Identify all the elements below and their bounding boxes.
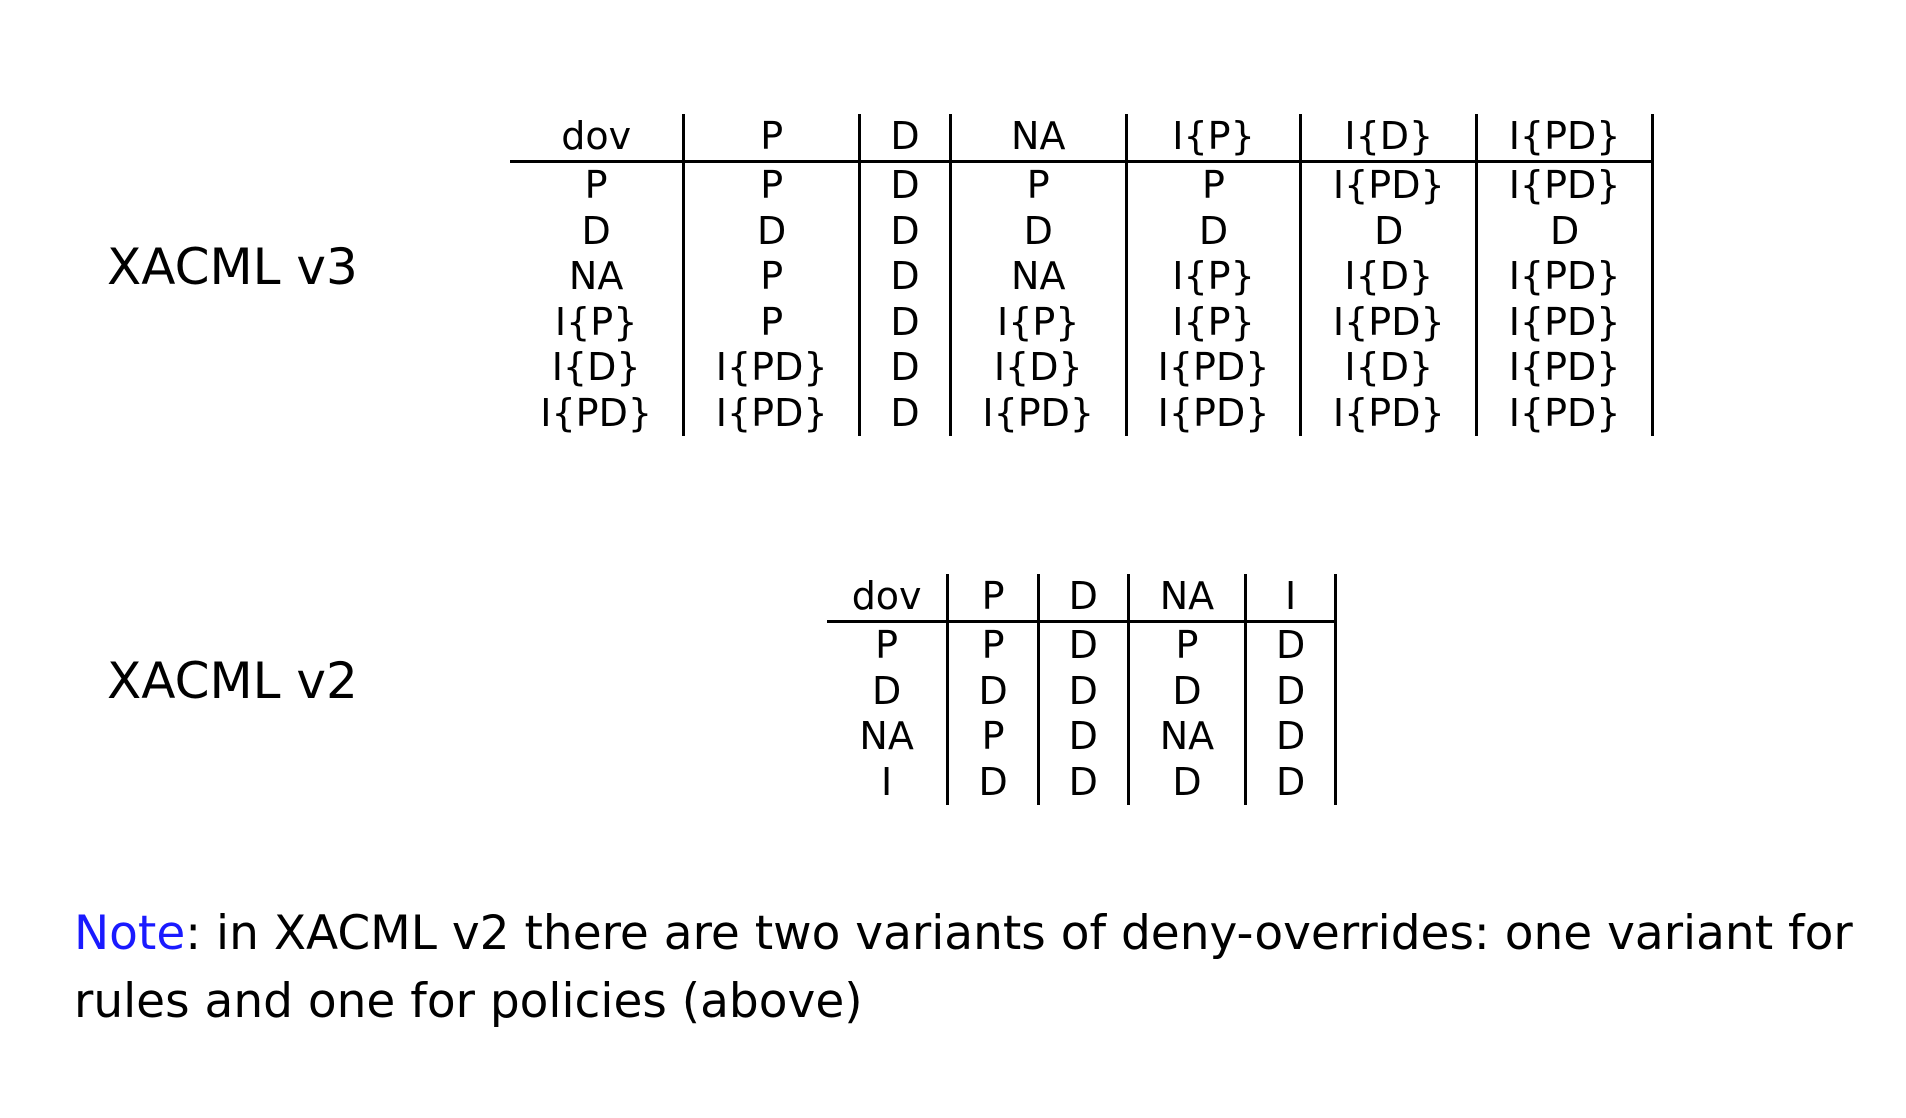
note-keyword: Note xyxy=(74,906,186,961)
table-cell: P xyxy=(1126,621,1246,669)
column-header: P xyxy=(682,114,860,162)
column-header: dov xyxy=(851,574,922,619)
table-cell: D xyxy=(1126,759,1246,805)
table-cell: P xyxy=(682,161,860,209)
table-cell: D xyxy=(1036,621,1129,669)
table-cell: P xyxy=(1124,161,1301,209)
note-paragraph: Note: in XACML v2 there are two variants… xyxy=(74,900,1874,1036)
table-cell: D xyxy=(946,759,1039,805)
table-cell: P xyxy=(948,161,1127,209)
table-cell: D xyxy=(682,208,860,254)
column-header: D xyxy=(858,114,951,162)
row-header-cell: D xyxy=(871,668,902,713)
table-cell: I{PD} xyxy=(682,390,860,436)
row-header-cell: I{P} xyxy=(554,299,638,344)
table-cell: D xyxy=(858,254,951,300)
table-cell: NA xyxy=(948,254,1127,300)
table-cell: D xyxy=(1244,759,1337,805)
table-cell: D xyxy=(1036,759,1129,805)
table-cell: D xyxy=(1036,668,1129,714)
table-cell: D xyxy=(1126,668,1246,714)
row-header-cell: D xyxy=(581,208,611,253)
table-cell: D xyxy=(1299,208,1477,254)
table-cell: I{PD} xyxy=(682,345,860,391)
table-cell: I{D} xyxy=(1299,345,1477,391)
row-header-cell: P xyxy=(584,163,608,207)
row-header-cell: NA xyxy=(568,254,624,298)
table-cell: I{D} xyxy=(1299,254,1477,300)
table-cell: I{P} xyxy=(1124,254,1301,300)
table-cell: I{PD} xyxy=(1475,390,1654,436)
table-cell: I{PD} xyxy=(1124,390,1301,436)
table-cell: D xyxy=(858,161,951,209)
column-header: dov xyxy=(561,114,632,159)
column-header: P xyxy=(946,574,1039,622)
table-cell: P xyxy=(946,714,1039,760)
table-cell: P xyxy=(682,299,860,345)
table-cell: I{PD} xyxy=(1299,390,1477,436)
table-cell: P xyxy=(682,254,860,300)
table-cell: I{PD} xyxy=(1124,345,1301,391)
table-cell: I{PD} xyxy=(948,390,1127,436)
table-cell: I{PD} xyxy=(1475,299,1654,345)
column-header: NA xyxy=(948,114,1127,162)
column-header: I{D} xyxy=(1299,114,1477,162)
table-cell: D xyxy=(946,668,1039,714)
xacml-v2-label: XACML v2 xyxy=(107,652,358,710)
table-cell: D xyxy=(858,345,951,391)
note-text: : in XACML v2 there are two variants of … xyxy=(74,906,1853,1029)
table-cell: D xyxy=(858,299,951,345)
table-cell: NA xyxy=(1126,714,1246,760)
table-cell: P xyxy=(946,621,1039,669)
column-header: I xyxy=(1244,574,1337,622)
table-cell: I{PD} xyxy=(1299,161,1477,209)
xacml-v3-label: XACML v3 xyxy=(107,238,358,296)
table-cell: I{P} xyxy=(1124,299,1301,345)
row-header-cell: I{PD} xyxy=(540,390,653,435)
column-header: I{P} xyxy=(1124,114,1301,162)
row-header-cell: P xyxy=(875,623,899,667)
table-cell: I{PD} xyxy=(1475,161,1654,209)
row-header-cell: I{D} xyxy=(551,345,641,389)
column-header: I{PD} xyxy=(1475,114,1654,162)
table-cell: D xyxy=(1244,668,1337,714)
table-cell: I{P} xyxy=(948,299,1127,345)
column-header: D xyxy=(1036,574,1129,622)
table-cell: I{D} xyxy=(948,345,1127,391)
table-cell: D xyxy=(858,208,951,254)
row-header-cell: I xyxy=(881,759,893,804)
table-cell: D xyxy=(1244,621,1337,669)
row-header-cell: NA xyxy=(859,714,914,758)
table-cell: D xyxy=(948,208,1127,254)
table-cell: I{PD} xyxy=(1475,254,1654,300)
table-cell: D xyxy=(1124,208,1301,254)
table-cell: D xyxy=(1244,714,1337,760)
table-cell: D xyxy=(1475,208,1654,254)
table-cell: D xyxy=(858,390,951,436)
table-cell: D xyxy=(1036,714,1129,760)
column-header: NA xyxy=(1126,574,1246,622)
table-cell: I{PD} xyxy=(1475,345,1654,391)
table-cell: I{PD} xyxy=(1299,299,1477,345)
